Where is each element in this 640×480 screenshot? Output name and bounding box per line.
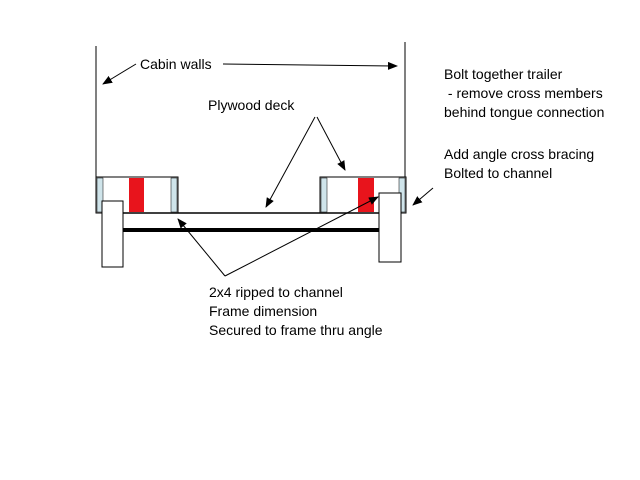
left-channel-assembly [95, 176, 179, 268]
two-by-four-note-line-2: Frame dimension [209, 303, 318, 319]
plywood-deck-arrow-center [265, 116, 316, 208]
right-angle-bracket [378, 192, 402, 263]
left-channel-flange-outer [96, 177, 104, 213]
left-channel-flange-inner [170, 177, 178, 213]
left-angle-bracket [101, 200, 124, 268]
two-by-four-arrow-left [177, 218, 226, 277]
plywood-deck-label: Plywood deck [208, 97, 295, 113]
angle-note-line-1: Add angle cross bracing [444, 146, 595, 162]
angle-bracing-arrow [412, 187, 434, 206]
left-red-block [129, 178, 144, 212]
right-channel-assembly [319, 176, 407, 263]
two-by-four-note-line-3: Secured to frame thru angle [209, 322, 383, 338]
two-by-four-arrow-right [224, 196, 379, 277]
cabin-walls-label: Cabin walls [140, 56, 212, 72]
right-channel-flange-inner [320, 177, 328, 213]
bolt-note-line-2: - remove cross members [444, 85, 603, 101]
cabin-walls-arrow-left [102, 63, 137, 85]
cabin-walls-arrow-right [222, 61, 398, 70]
right-red-block [358, 178, 374, 212]
two-by-four-note-line-1: 2x4 ripped to channel [209, 284, 343, 300]
plywood-deck-arrow-right [316, 116, 346, 171]
bolt-note-line-1: Bolt together trailer [444, 66, 563, 82]
bolt-note-line-3: behind tongue connection [444, 104, 605, 120]
angle-note-line-2: Bolted to channel [444, 165, 553, 181]
